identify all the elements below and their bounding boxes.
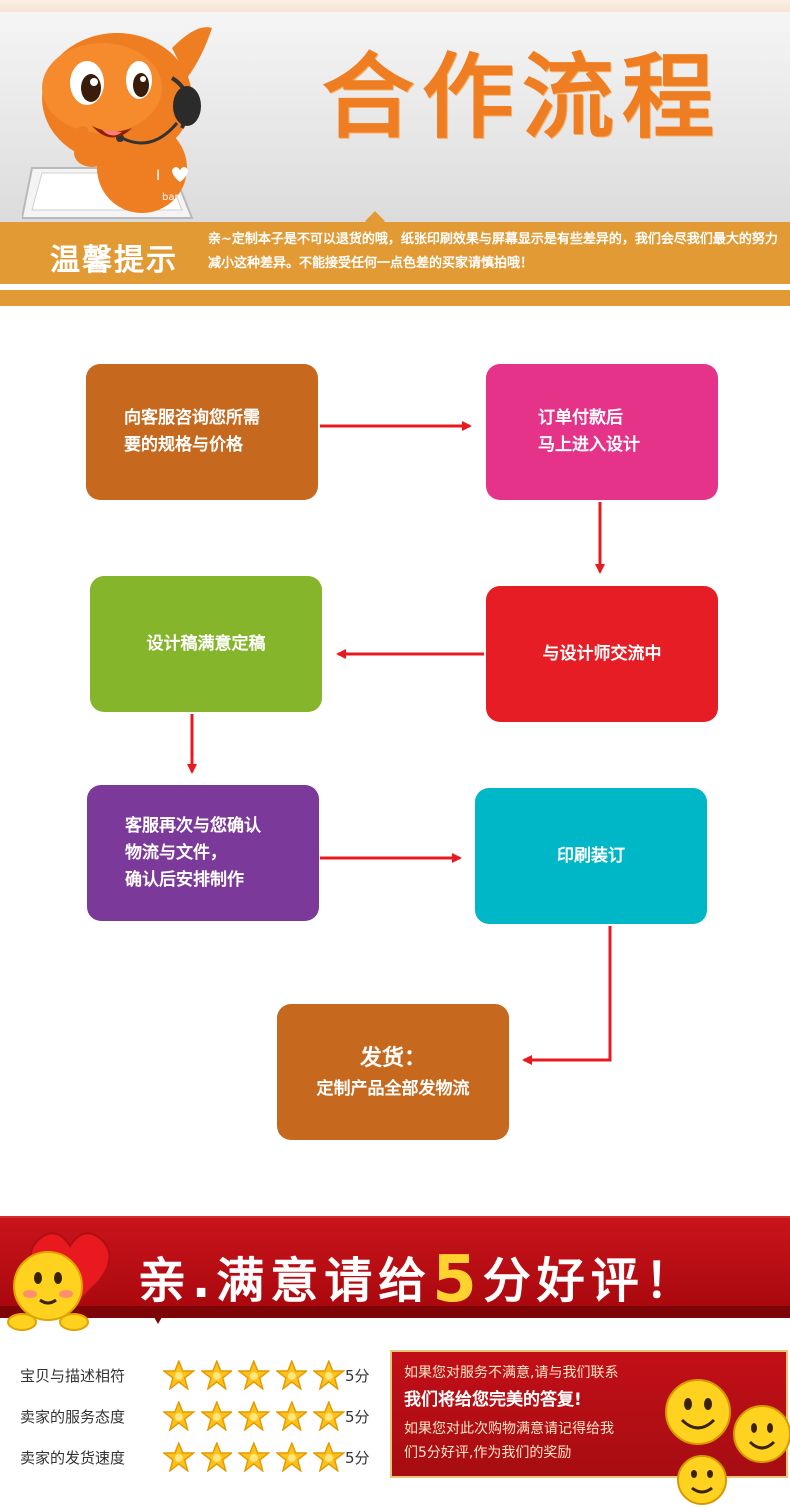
rating-banner-number: 5 [432,1243,483,1317]
rating-score: 5分 [345,1366,370,1385]
flow-step-text: 印刷装订 [557,845,625,866]
star-icon [313,1442,345,1472]
tip-label: 温馨提示 [50,243,178,278]
flow-step-confirm: 客服再次与您确认 物流与文件， 确认后安排制作 [87,785,319,921]
flow-step-text: 订单付款后 [538,408,623,428]
flow-step-title: 发货： [359,1045,426,1071]
star-icon [163,1360,195,1390]
rating-row-label: 宝贝与描述相符 [20,1366,126,1385]
notice-line: 们5分好评,作为我们的奖励 [404,1445,572,1461]
notice-line-highlight: 我们将给您完美的答复! [404,1390,582,1410]
star-icon [200,1360,233,1390]
star-icon [238,1401,270,1431]
flow-step-text: 定制产品全部发物流 [316,1078,470,1099]
arrow-step6-to-step7 [522,926,612,1065]
notice-line: 如果您对服务不满意,请与我们联系 [404,1365,619,1381]
star-icon [275,1401,308,1431]
rating-banner-prefix: 亲.满意请给 [138,1253,433,1309]
flow-step-text: 与设计师交流中 [542,643,662,664]
star-icon [200,1401,233,1431]
separator-band [0,290,790,306]
rating-stars [163,1360,345,1390]
flow-step-text: 确认后安排制作 [125,869,244,890]
flow-step-design-approved: 设计稿满意定稿 [90,576,322,712]
rating-banner-notch [150,1310,166,1324]
flow-step-printing: 印刷装订 [475,788,707,924]
notice-line: 如果您对此次购物满意请记得给我 [404,1421,614,1437]
flow-step-text: 马上进入设计 [538,435,640,455]
star-icon [238,1442,270,1472]
flow-step-text: 要的规格与价格 [124,435,243,455]
flow-step-text: 设计稿满意定稿 [146,633,266,654]
rating-row-label: 卖家的发货速度 [20,1448,126,1467]
flow-step-shipping: 发货： 定制产品全部发物流 [277,1004,509,1140]
star-icon [275,1442,308,1472]
flow-step-consult: 向客服咨询您所需 要的规格与价格 [86,364,318,500]
rating-score: 5分 [345,1448,370,1467]
rating-banner-edge [0,1306,790,1318]
rating-stars [163,1442,345,1472]
mascot-illustration: I ban [22,27,212,219]
flow-step-designer-talk: 与设计师交流中 [486,586,718,722]
star-icon [238,1360,270,1390]
rating-banner-title: 亲.满意请给5分好评！ [138,1244,699,1312]
tip-band [0,222,790,284]
rating-row-shipping: 卖家的发货速度 5分 [20,1442,370,1472]
star-icon [163,1442,195,1472]
star-icon [200,1442,233,1472]
flow-step-text: 向客服咨询您所需 [124,408,260,428]
flow-step-text: 客服再次与您确认 [125,815,261,836]
rating-banner [0,1216,790,1318]
rating-row-label: 卖家的服务态度 [20,1407,126,1426]
star-icon [163,1401,195,1431]
rating-score: 5分 [345,1407,370,1426]
star-icon [313,1401,345,1431]
mascot-heart-text: I [156,168,160,184]
flow-step-text: 物流与文件， [125,842,227,863]
star-icon [313,1360,345,1390]
smiley-heart-icon [7,1232,111,1331]
rating-row-service: 卖家的服务态度 5分 [20,1401,370,1431]
tip-text: 亲~定制本子是不可以退货的哦，纸张印刷效果与屏幕显示是有些差异的，我们会尽我们最… [208,232,778,271]
notice-box: 如果您对服务不满意,请与我们联系 我们将给您完美的答复! 如果您对此次购物满意请… [390,1350,788,1478]
flow-step-payment: 订单付款后 马上进入设计 [486,364,718,500]
smiley-group-icon [665,1379,790,1505]
rating-banner-suffix: 分好评！ [482,1253,699,1309]
rating-stars [163,1401,345,1431]
mascot-logo-text: ban [162,192,181,203]
rating-row-description: 宝贝与描述相符 5分 [20,1360,370,1390]
star-icon [275,1360,308,1390]
page-title: 合作流程 [322,44,723,151]
top-strip [0,0,790,12]
